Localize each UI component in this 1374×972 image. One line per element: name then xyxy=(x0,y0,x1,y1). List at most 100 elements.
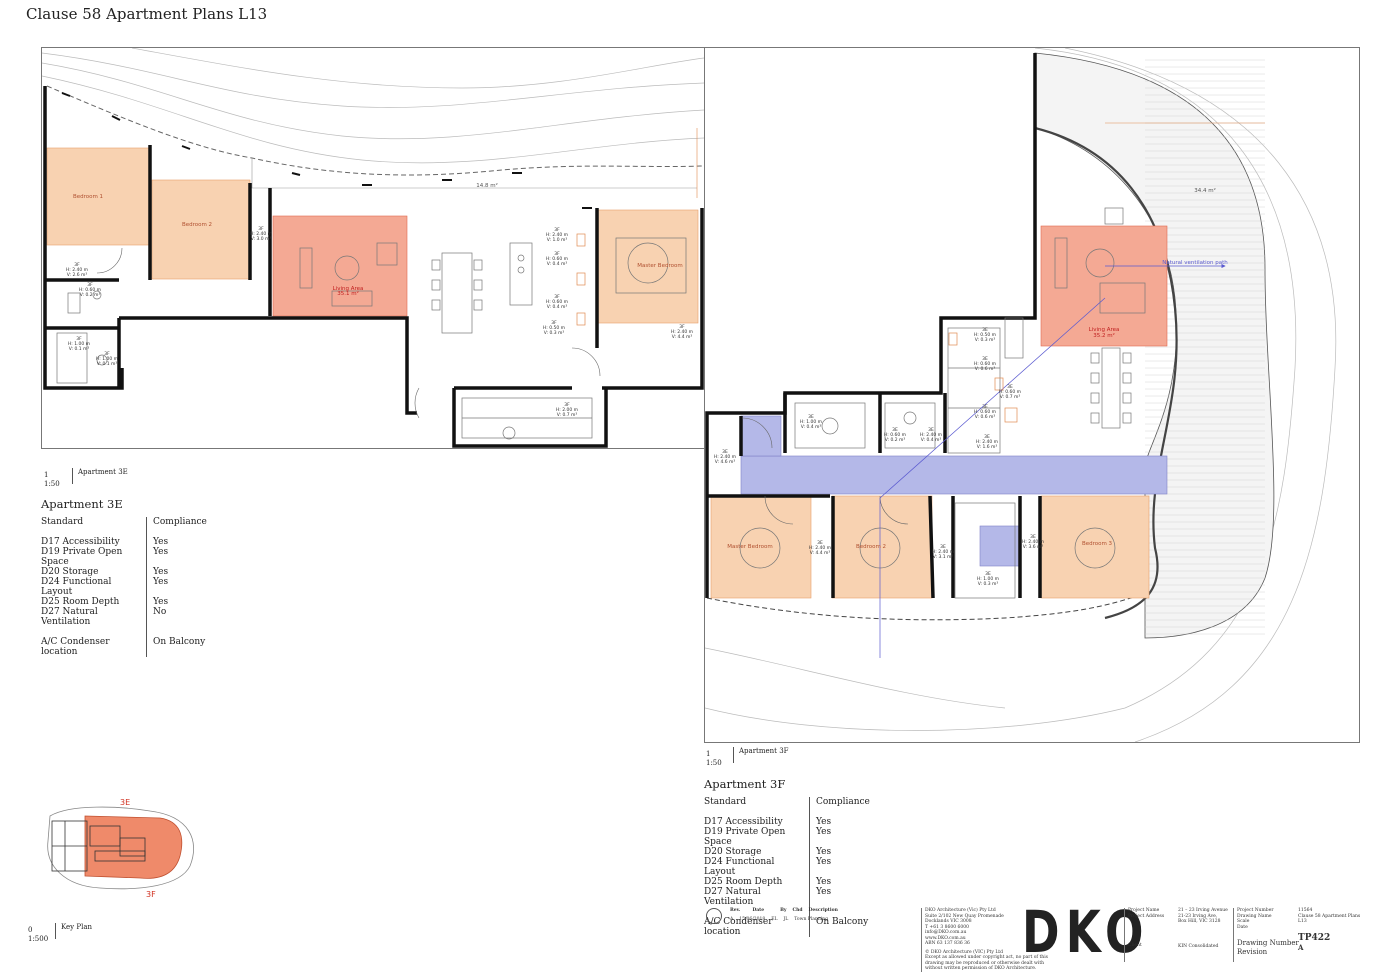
storage-tag-text: H: 0.50 m xyxy=(974,332,996,338)
storage-tag-text: 3F xyxy=(104,351,110,357)
storage-tag-text: V: 0.1 m³ xyxy=(69,346,90,352)
storage-tag-text: V: 0.1 m³ xyxy=(97,361,118,367)
storage-tag-text: 3E xyxy=(1030,534,1036,540)
storage-tag-text: V: 0.4 m³ xyxy=(547,304,568,310)
key-plan-label-3e: 3E xyxy=(120,798,130,807)
storage-tag-text: H: 2.40 m xyxy=(66,267,88,273)
storage-tag-text: V: 4.4 m³ xyxy=(672,334,693,340)
storage-tag-text: V: 0.4 m³ xyxy=(801,424,822,430)
storage-tag-text: H: 0.50 m xyxy=(543,325,565,331)
storage-tag-text: V: 3.6 m³ xyxy=(1023,544,1044,550)
storage-tag-text: V: 0.3 m³ xyxy=(978,581,999,587)
drawing-meta-labels: Project Number Drawing Name Scale Date D… xyxy=(1233,908,1299,962)
label-bedroom-3: Bedroom 3 xyxy=(1082,541,1113,547)
storage-tag-text: V: 0.3 m³ xyxy=(544,330,565,336)
storage-tag-text: 3F xyxy=(87,282,93,288)
storage-tag-text: V: 0.2 m³ xyxy=(80,292,101,298)
plan-frame-3f: Living Area 35.2 m² Master Bedroom Bedro… xyxy=(704,47,1360,743)
label-living-area: Living Area xyxy=(333,286,364,292)
storage-tag-text: V: 0.4 m³ xyxy=(921,437,942,443)
drawing-meta-values: 11564 Clause 58 Apartment Plans L13 TP42… xyxy=(1298,908,1361,952)
room-bedroom-3 xyxy=(1040,495,1150,599)
facade-mullions xyxy=(61,92,592,209)
label-ventilation-path: Natural ventilation path xyxy=(1162,260,1228,266)
label-master-bedroom: Master Bedroom xyxy=(727,544,772,550)
caption-3e-scale: 1 1:50 xyxy=(44,471,60,488)
storage-markers xyxy=(576,233,586,326)
label-master-bedroom: Master Bedroom xyxy=(637,263,682,269)
room-living-area xyxy=(1040,225,1168,347)
storage-tag-text: 3E xyxy=(722,449,728,455)
room-bedroom-2 xyxy=(831,495,933,599)
storage-tag-text: 3F xyxy=(258,226,264,232)
storage-tag-text: V: 1.6 m³ xyxy=(977,444,998,450)
storage-tag-text: 3F xyxy=(551,320,557,326)
north-arrow-icon xyxy=(706,908,722,924)
drawing-number: TP422 xyxy=(1298,932,1331,943)
storage-tag-text: V: 0.4 m³ xyxy=(547,261,568,267)
storage-tag-text: H: 2.40 m xyxy=(671,329,693,335)
storage-tag-text: H: 2.40 m xyxy=(250,231,272,237)
storage-tag-text: V: 1.0 m³ xyxy=(547,237,568,243)
storage-tag-text: H: 0.60 m xyxy=(974,361,996,367)
storage-tag-text: 3E xyxy=(892,427,898,433)
storage-tag-text: H: 1.00 m xyxy=(96,356,118,362)
caption-3f-label: Apartment 3F xyxy=(733,747,789,763)
room-master-bedroom xyxy=(597,209,699,324)
storage-tag-text: V: 0.6 m³ xyxy=(975,414,996,420)
revision-value: A xyxy=(1298,942,1304,952)
south-balcony-edge xyxy=(706,592,1146,621)
storage-tag-text: 3F xyxy=(564,402,570,408)
storage-tag-text: H: 2.00 m xyxy=(556,407,578,413)
storage-tag-text: V: 0.6 m³ xyxy=(975,366,996,372)
storage-tag-text: 3F xyxy=(74,262,80,268)
caption-3f-scale: 1 1:50 xyxy=(706,750,722,767)
furniture xyxy=(56,237,687,440)
storage-tag-text: 3F xyxy=(679,324,685,330)
label-living-area: Living Area xyxy=(1089,327,1120,333)
label-balcony-area: 34.4 m² xyxy=(1194,187,1216,194)
storage-tag-text: H: 2.40 m xyxy=(1022,539,1044,545)
key-plan-highlight xyxy=(84,815,183,879)
caption-keyplan-scale: 0 1:500 xyxy=(28,926,49,943)
plan-frame-3e: Bedroom 1 Bedroom 2 Living Area 35.1 m² … xyxy=(41,47,705,449)
storage-tag-text: V: 2.6 m³ xyxy=(67,272,88,278)
key-plan-label-3f: 3F xyxy=(146,890,156,899)
storage-tag-text: H: 0.60 m xyxy=(79,287,101,293)
schedule-3e-title: Apartment 3E xyxy=(41,497,123,511)
room-master-bedroom xyxy=(710,495,812,599)
revision-table: Rev. Date By Chd Description A 15/06/201… xyxy=(730,908,838,922)
caption-keyplan-label: Key Plan xyxy=(55,923,92,939)
balcony-edge xyxy=(46,85,703,176)
storage-tag-text: H: 1.00 m xyxy=(800,419,822,425)
storage-tag-text: H: 1.00 m xyxy=(977,576,999,582)
storage-tag-text: 3E xyxy=(982,327,988,333)
storage-tag-text: H: 2.40 m xyxy=(809,545,831,551)
floor-plan-3e: Bedroom 1 Bedroom 2 Living Area 35.1 m² … xyxy=(41,47,705,448)
storage-tag-text: 3E xyxy=(808,414,814,420)
storage-tag-text: H: 2.40 m xyxy=(714,454,736,460)
storage-tag-text: H: 0.60 m xyxy=(546,256,568,262)
walls xyxy=(43,86,704,448)
storage-tag-text: V: 0.2 m³ xyxy=(885,437,906,443)
door-swings xyxy=(96,247,601,419)
storage-tag-text: V: 3.0 m³ xyxy=(251,236,272,242)
storage-tag-text: 3F xyxy=(76,336,82,342)
storage-tag-text: H: 0.60 m xyxy=(999,389,1021,395)
storage-tag-text: V: 4.4 m³ xyxy=(810,550,831,556)
label-living-area-size: 35.1 m² xyxy=(337,290,359,297)
bath-clear-zone xyxy=(979,525,1021,567)
label-bedroom-2: Bedroom 2 xyxy=(182,222,212,228)
label-living-area-size: 35.2 m² xyxy=(1093,332,1115,339)
storage-tag-text: 3E xyxy=(985,571,991,577)
room-bedroom-1 xyxy=(46,147,150,246)
balcony-line xyxy=(251,158,697,189)
project-labels: Project Name Project Address Client xyxy=(1124,908,1164,962)
storage-markers xyxy=(948,332,1018,423)
storage-tag-text: H: 2.40 m xyxy=(976,439,998,445)
storage-tag-text: 3E xyxy=(984,434,990,440)
storage-tag-text: H: 0.60 m xyxy=(546,299,568,305)
